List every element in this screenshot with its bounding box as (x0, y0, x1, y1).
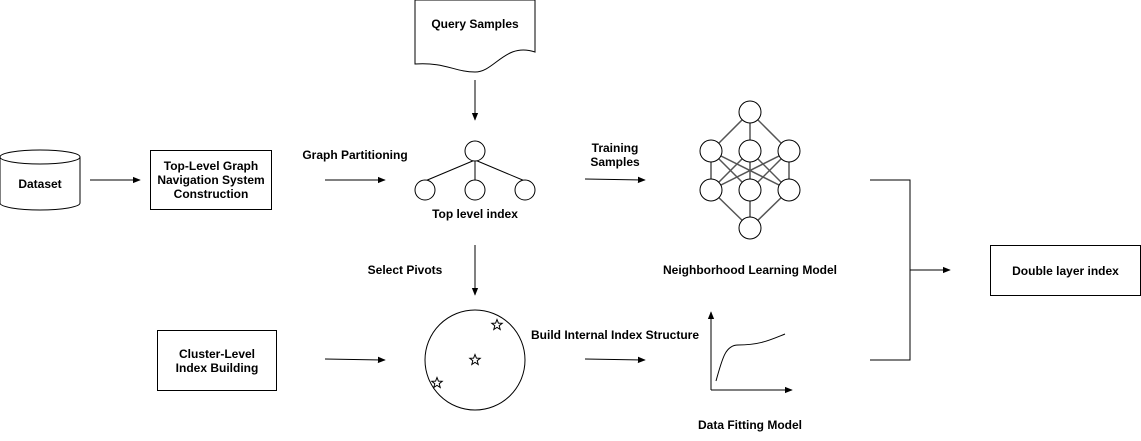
arrow-cluster-to-fitting (584, 356, 646, 364)
cluster-circle-icon (424, 309, 526, 411)
build-internal-index-label: Build Internal Index Structure (530, 328, 700, 342)
query-samples-label: Query Samples (431, 17, 519, 31)
neighborhood-learning-model-label: Neighborhood Learning Model (663, 263, 837, 277)
cluster-level-building-label: Cluster-Level Index Building (175, 346, 259, 375)
dataset-label: Dataset (18, 177, 62, 191)
document-icon (414, 0, 536, 73)
flow-arrows (90, 80, 951, 364)
nn-node (738, 139, 762, 163)
nn-edge (710, 150, 790, 191)
curve-chart-icon (707, 311, 793, 394)
nn-node (699, 139, 723, 163)
data-fitting-model-label: Data Fitting Model (698, 418, 802, 432)
double-layer-index-box: Double layer index (990, 245, 1141, 296)
nn-node (738, 100, 762, 124)
top-level-construction-label: Top-Level Graph Navigation System Constr… (157, 159, 265, 201)
nn-node (738, 178, 762, 202)
neural-network-icon (699, 100, 801, 240)
graph-partitioning-label: Graph Partitioning (302, 148, 408, 162)
nn-node (777, 178, 801, 202)
pivot-star-icon (490, 318, 504, 331)
nn-node (738, 216, 762, 240)
top-level-index-label: Top level index (432, 207, 518, 221)
select-pivots-label: Select Pivots (367, 263, 443, 277)
nn-node (777, 139, 801, 163)
arrow-top-index-to-nn (584, 176, 646, 184)
double-layer-index-label: Double layer index (1012, 263, 1119, 278)
top-level-construction-box: Top-Level Graph Navigation System Constr… (150, 150, 272, 210)
pivot-star-icon (468, 353, 482, 366)
merge-bracket (870, 179, 911, 361)
arrow-cluster-building-to-cluster (324, 356, 386, 364)
tree-graph-icon (414, 140, 536, 201)
training-samples-label: Training Samples (590, 141, 640, 169)
nn-node (699, 178, 723, 202)
cluster-level-building-box: Cluster-Level Index Building (157, 330, 277, 391)
pivot-star-icon (430, 376, 444, 389)
database-icon (0, 149, 81, 211)
